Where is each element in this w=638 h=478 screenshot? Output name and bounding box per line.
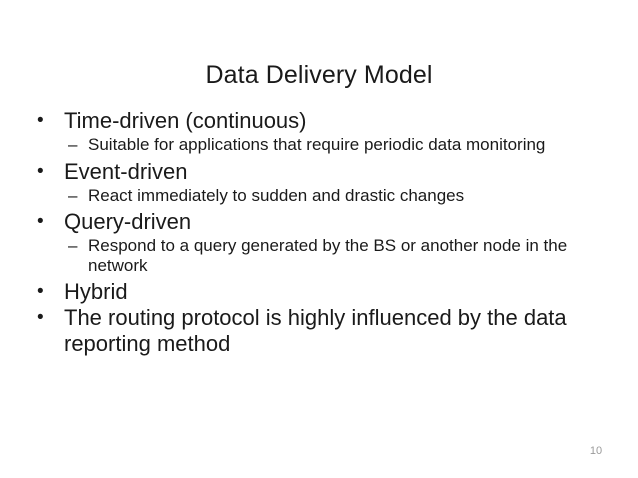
bullet-item: • Query-driven: [30, 209, 596, 235]
slide-title: Data Delivery Model: [205, 61, 433, 89]
bullet-marker-icon: •: [37, 160, 44, 182]
bullet-item: • Event-driven: [30, 159, 596, 185]
slide-content-list: • Time-driven (continuous) – Suitable fo…: [30, 108, 596, 357]
bullet-label: Hybrid: [64, 279, 128, 304]
sub-bullet-label: Suitable for applications that require p…: [88, 135, 546, 154]
bullet-marker-icon: •: [37, 281, 44, 302]
bullet-item: • The routing protocol is highly influen…: [30, 305, 596, 357]
sub-bullet-item: – Suitable for applications that require…: [30, 135, 596, 155]
bullet-label: Query-driven: [64, 209, 192, 234]
dash-marker-icon: –: [68, 135, 78, 154]
sub-bullet-list: – React immediately to sudden and drasti…: [30, 186, 596, 206]
bullet-label: Time-driven (continuous): [64, 108, 307, 133]
bullet-item: • Hybrid: [30, 279, 596, 305]
bullet-item: • Time-driven (continuous): [30, 108, 596, 134]
bullet-label: The routing protocol is highly influence…: [64, 305, 567, 356]
bullet-label: Event-driven: [64, 158, 188, 184]
bullet-marker-icon: •: [37, 110, 44, 131]
sub-bullet-label: Respond to a query generated by the BS o…: [88, 236, 568, 275]
sub-bullet-item: – Respond to a query generated by the BS…: [30, 236, 596, 275]
sub-bullet-list: – Respond to a query generated by the BS…: [30, 236, 596, 275]
dash-marker-icon: –: [68, 236, 78, 255]
slide-page-number: 10: [589, 445, 603, 457]
sub-bullet-label: React immediately to sudden and drastic …: [88, 185, 465, 205]
sub-bullet-list: – Suitable for applications that require…: [30, 135, 596, 155]
sub-bullet-item: – React immediately to sudden and drasti…: [30, 186, 596, 206]
dash-marker-icon: –: [68, 185, 78, 205]
bullet-marker-icon: •: [37, 211, 44, 232]
bullet-marker-icon: •: [37, 307, 44, 328]
